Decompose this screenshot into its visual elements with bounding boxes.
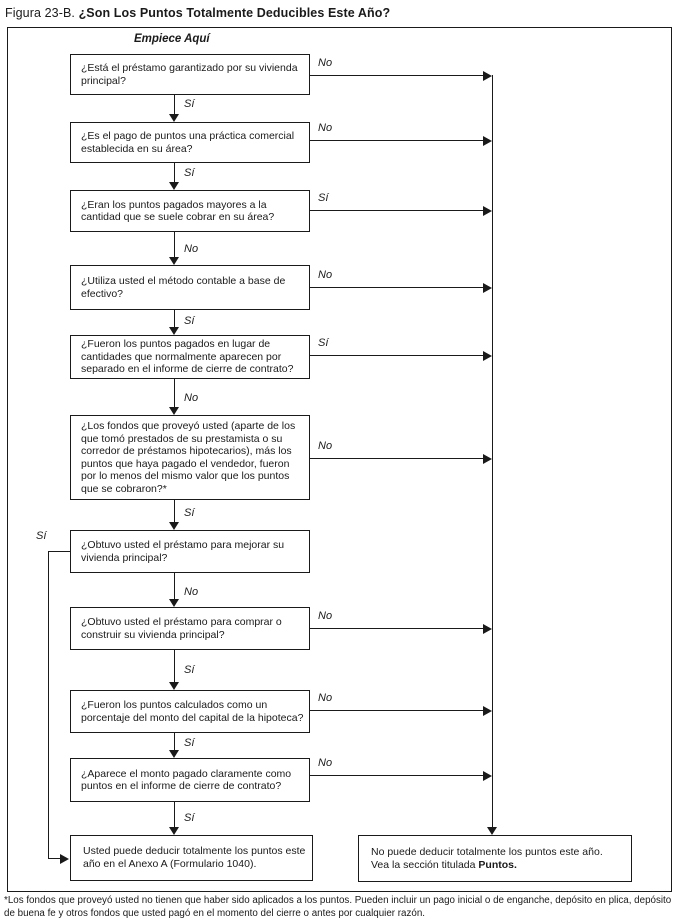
question-box-7: ¿Obtuvo usted el préstamo para mejorar s… [70,530,310,573]
arrowhead-down-icon [169,182,179,190]
branch-label-down-3: No [184,243,199,255]
connector-right-8 [310,628,484,629]
connector-down-8 [174,650,175,683]
connector-right-10 [310,775,484,776]
arrowhead-right-icon [60,854,69,864]
arrowhead-right-icon [483,206,492,216]
connector-down-10 [174,802,175,828]
branch-label-down-9: Sí [184,737,195,749]
question-box-8: ¿Obtuvo usted el préstamo para comprar o… [70,607,310,650]
arrowhead-down-icon [487,827,497,835]
terminal-text-line2-prefix: Vea la sección titulada [371,858,479,871]
connector-right-6 [310,458,484,459]
question-text: ¿Fueron los puntos calculados como un po… [81,699,304,724]
arrowhead-down-icon [169,407,179,415]
connector-down-4 [174,310,175,328]
question-box-1: ¿Está el préstamo garantizado por su viv… [70,54,310,95]
arrowhead-right-icon [483,706,492,716]
left-route-line [48,551,49,858]
branch-label-right-10: No [318,757,333,769]
connector-right-3 [310,210,484,211]
branch-label-right-8: No [318,610,333,622]
start-here-label: Empiece Aquí [134,33,210,45]
footnote: *Los fondos que proveyó usted no tienen … [4,895,672,919]
arrowhead-right-icon [483,136,492,146]
terminal-text-line2: Vea la sección titulada Puntos. [371,859,625,872]
connector-down-5 [174,379,175,408]
terminal-text-line1: No puede deducir totalmente los puntos e… [371,845,603,858]
question-box-6: ¿Los fondos que proveyó usted (aparte de… [70,415,310,500]
connector-right-9 [310,710,484,711]
arrowhead-right-icon [483,71,492,81]
connector-down-3 [174,232,175,258]
branch-label-right-6: No [318,440,333,452]
question-box-9: ¿Fueron los puntos calculados como un po… [70,690,310,733]
figure-title-main: ¿Son Los Puntos Totalmente Deducibles Es… [78,6,391,20]
terminal-text: Usted puede deducir totalmente los punto… [83,845,306,870]
branch-label-left-7: Sí [36,530,47,542]
arrowhead-right-icon [483,283,492,293]
question-text: ¿Los fondos que proveyó usted (aparte de… [81,420,296,495]
connector-down-7 [174,573,175,600]
arrowhead-right-icon [483,351,492,361]
connector-down-6 [174,500,175,523]
question-text: ¿Obtuvo usted el préstamo para comprar o… [81,616,282,641]
question-text: ¿Es el pago de puntos una práctica comer… [81,130,295,155]
question-box-2: ¿Es el pago de puntos una práctica comer… [70,122,310,163]
question-box-4: ¿Utiliza usted el método contable a base… [70,265,310,310]
left-route-bottom-segment [48,858,61,859]
question-text: ¿Utiliza usted el método contable a base… [81,275,286,300]
connector-right-4 [310,287,484,288]
arrowhead-down-icon [169,682,179,690]
question-box-5: ¿Fueron los puntos pagados en lugar de c… [70,335,310,379]
connector-down-1 [174,95,175,115]
arrowhead-down-icon [169,750,179,758]
terminal-box-not-deductible: No puede deducir totalmente los puntos e… [358,835,632,882]
question-box-3: ¿Eran los puntos pagados mayores a la ca… [70,190,310,232]
connector-right-2 [310,140,484,141]
arrowhead-right-icon [483,454,492,464]
question-text: ¿Fueron los puntos pagados en lugar de c… [81,338,294,376]
question-text: ¿Aparece el monto pagado claramente como… [81,767,292,793]
connector-down-9 [174,733,175,751]
branch-label-right-3: Sí [318,192,329,204]
connector-down-2 [174,163,175,183]
arrowhead-down-icon [169,114,179,122]
branch-label-down-10: Sí [184,812,195,824]
branch-label-right-5: Sí [318,337,329,349]
question-text: ¿Eran los puntos pagados mayores a la ca… [81,198,275,224]
question-text: ¿Obtuvo usted el préstamo para mejorar s… [81,539,285,564]
left-route-top-segment [48,551,70,552]
arrowhead-down-icon [169,599,179,607]
arrowhead-down-icon [169,827,179,835]
connector-right-1 [310,75,484,76]
branch-label-down-2: Sí [184,167,195,179]
branch-label-down-1: Sí [184,98,195,110]
branch-label-right-4: No [318,269,333,281]
collector-line [492,75,493,827]
branch-label-right-2: No [318,122,333,134]
branch-label-right-1: No [318,57,333,69]
arrowhead-down-icon [169,257,179,265]
arrowhead-down-icon [169,327,179,335]
arrowhead-right-icon [483,771,492,781]
figure-title: Figura 23-B. ¿Son Los Puntos Totalmente … [5,6,390,20]
question-box-10: ¿Aparece el monto pagado claramente como… [70,758,310,802]
flowchart-border [7,27,672,892]
arrowhead-right-icon [483,624,492,634]
connector-right-5 [310,355,484,356]
branch-label-down-8: Sí [184,664,195,676]
branch-label-right-9: No [318,692,333,704]
branch-label-down-5: No [184,392,199,404]
branch-label-down-4: Sí [184,315,195,327]
branch-label-down-7: No [184,586,199,598]
branch-label-down-6: Sí [184,507,195,519]
figure-title-prefix: Figura 23-B. [5,6,79,20]
terminal-box-deductible: Usted puede deducir totalmente los punto… [70,835,313,881]
question-text: ¿Está el préstamo garantizado por su viv… [81,62,298,87]
arrowhead-down-icon [169,522,179,530]
terminal-text-line2-bold: Puntos. [478,858,517,871]
